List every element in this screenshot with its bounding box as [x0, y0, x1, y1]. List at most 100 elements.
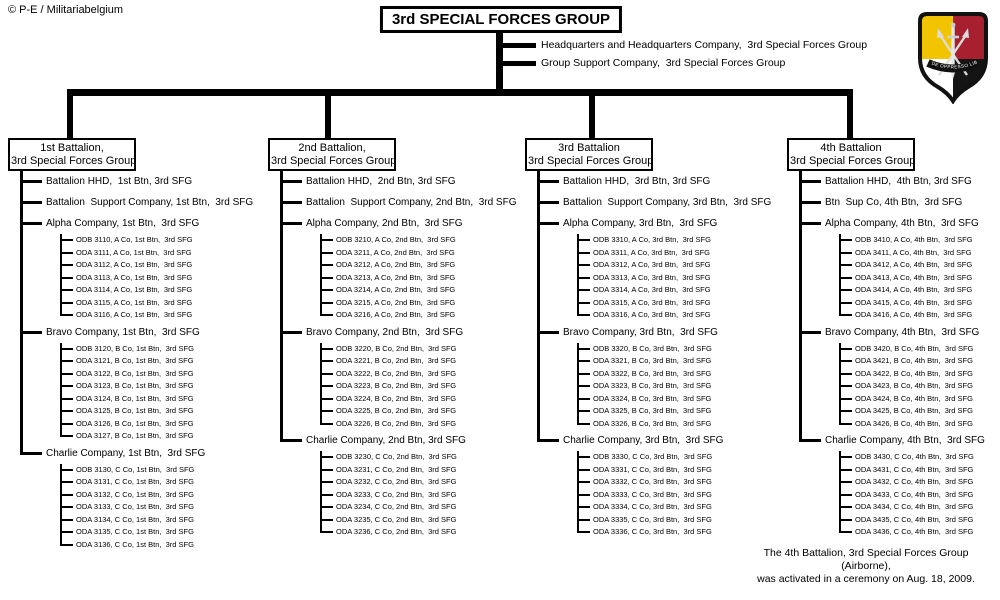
team-label: ODA 3115, A Co, 1st Btn, 3rd SFG [76, 297, 193, 307]
team-item: ODA 3233, C Co, 2nd Btn, 3rd SFG [306, 488, 524, 502]
team-label: ODA 3122, B Co, 1st Btn, 3rd SFG [76, 368, 194, 378]
team-label: ODB 3430, C Co, 4th Btn, 3rd SFG [855, 452, 974, 461]
team-item: ODA 3121, B Co, 1st Btn, 3rd SFG [46, 355, 264, 368]
team-label: ODA 3321, B Co, 3rd Btn, 3rd SFG [593, 356, 712, 365]
connector-branch-hhc [500, 43, 536, 48]
team-item: ODA 3424, B Co, 4th Btn, 3rd SFG [825, 392, 1000, 406]
team-label: ODA 3323, B Co, 3rd Btn, 3rd SFG [593, 381, 712, 390]
team-label: ODA 3411, A Co, 4th Btn, 3rd SFG [855, 247, 972, 257]
team-label: ODB 3120, B Co, 1st Btn, 3rd SFG [76, 343, 194, 353]
team-label: ODA 3216, A Co, 2nd Btn, 3rd SFG [336, 310, 456, 319]
team-label: ODA 3311, A Co, 3rd Btn, 3rd SFG [593, 247, 711, 257]
team-label: ODA 3233, C Co, 2nd Btn, 3rd SFG [336, 489, 457, 499]
team-list: ODB 3120, B Co, 1st Btn, 3rd SFG ODA 3121… [46, 342, 264, 443]
team-label: ODA 3332, C Co, 3rd Btn, 3rd SFG [593, 477, 712, 486]
team-label: ODA 3114, A Co, 1st Btn, 3rd SFG [76, 285, 193, 294]
team-item: ODA 3425, B Co, 4th Btn, 3rd SFG [825, 405, 1000, 418]
team-list: ODB 3430, C Co, 4th Btn, 3rd SFG ODA 3431… [825, 451, 1000, 539]
team-label: ODA 3433, C Co, 4th Btn, 3rd SFG [855, 489, 974, 499]
team-item: ODA 3136, C Co, 1st Btn, 3rd SFG [46, 538, 264, 552]
connector-branch-gsc [500, 61, 536, 66]
team-label: ODB 3410, A Co, 4th Btn, 3rd SFG [855, 235, 973, 244]
connector-bar [67, 89, 853, 96]
team-label: ODA 3413, A Co, 4th Btn, 3rd SFG [855, 272, 973, 282]
team-item: ODA 3326, B Co, 3rd Btn, 3rd SFG [563, 417, 781, 431]
connector-trunk [496, 30, 503, 96]
team-item: ODA 3113, A Co, 1st Btn, 3rd SFG [46, 271, 264, 285]
team-item: ODA 3423, B Co, 4th Btn, 3rd SFG [825, 380, 1000, 393]
team-label: ODA 3134, C Co, 1st Btn, 3rd SFG [76, 514, 194, 524]
team-label: ODA 3423, B Co, 4th Btn, 3rd SFG [855, 381, 973, 390]
team-label: ODA 3131, C Co, 1st Btn, 3rd SFG [76, 477, 194, 486]
team-label: ODA 3214, A Co, 2nd Btn, 3rd SFG [336, 285, 456, 294]
team-label: ODA 3235, C Co, 2nd Btn, 3rd SFG [336, 514, 457, 524]
battalion-name-line1: 1st Battalion, [40, 142, 104, 154]
team-label: ODA 3421, B Co, 4th Btn, 3rd SFG [855, 356, 973, 365]
team-label: ODA 3414, A Co, 4th Btn, 3rd SFG [855, 285, 973, 294]
team-item: ODA 3234, C Co, 2nd Btn, 3rd SFG [306, 501, 524, 514]
team-label: ODA 3212, A Co, 2nd Btn, 3rd SFG [336, 260, 456, 269]
team-item: ODA 3115, A Co, 1st Btn, 3rd SFG [46, 296, 264, 310]
team-label: ODB 3210, A Co, 2nd Btn, 3rd SFG [336, 235, 456, 244]
team-label: ODA 3116, A Co, 1st Btn, 3rd SFG [76, 310, 193, 319]
team-label: ODA 3334, C Co, 3rd Btn, 3rd SFG [593, 502, 712, 511]
team-label: ODA 3326, B Co, 3rd Btn, 3rd SFG [593, 418, 712, 428]
unit-label: Btn Sup Co, 4th Btn, 3rd SFG [825, 197, 963, 208]
unit-item: Battalion HHD, 2nd Btn, 3rd SFG [268, 171, 524, 192]
team-label: ODA 3313, A Co, 3rd Btn, 3rd SFG [593, 272, 711, 282]
unit-item: Battalion HHD, 3rd Btn, 3rd SFG [525, 171, 781, 192]
root-unit-box: 3rd SPECIAL FORCES GROUP [379, 6, 623, 33]
battalion-name-line2: 3rd Special Forces Group [528, 154, 654, 167]
team-item: ODA 3421, B Co, 4th Btn, 3rd SFG [825, 355, 1000, 368]
team-item: ODA 3232, C Co, 2nd Btn, 3rd SFG [306, 476, 524, 489]
team-item: ODA 3412, A Co, 4th Btn, 3rd SFG [825, 259, 1000, 272]
unit-label: Bravo Company, 1st Btn, 3rd SFG [46, 326, 200, 338]
team-item: ODB 3110, A Co, 1st Btn, 3rd SFG [46, 234, 264, 247]
team-label: ODA 3415, A Co, 4th Btn, 3rd SFG [855, 297, 973, 307]
team-label: ODA 3224, B Co, 2nd Btn, 3rd SFG [336, 393, 457, 403]
unit-label: Battalion HHD, 2nd Btn, 3rd SFG [306, 176, 456, 187]
team-label: ODA 3416, A Co, 4th Btn, 3rd SFG [855, 310, 973, 319]
team-label: ODA 3125, B Co, 1st Btn, 3rd SFG [76, 406, 194, 415]
unit-label: Charlie Company, 1st Btn, 3rd SFG [46, 447, 206, 459]
copyright-text: © P-E / Militariabelgium [8, 4, 124, 16]
team-item: ODA 3134, C Co, 1st Btn, 3rd SFG [46, 513, 264, 527]
team-item: ODA 3324, B Co, 3rd Btn, 3rd SFG [563, 392, 781, 406]
team-item: ODA 3325, B Co, 3rd Btn, 3rd SFG [563, 405, 781, 418]
team-label: ODA 3325, B Co, 3rd Btn, 3rd SFG [593, 406, 712, 415]
unit-item: Bravo Company, 1st Btn, 3rd SFG ODB 3120,… [8, 321, 264, 443]
team-item: ODB 3210, A Co, 2nd Btn, 3rd SFG [306, 234, 524, 247]
team-label: ODA 3425, B Co, 4th Btn, 3rd SFG [855, 406, 973, 415]
team-label: ODB 3110, A Co, 1st Btn, 3rd SFG [76, 235, 193, 244]
sf-beret-flash-insignia: DE OPPRESSO LIBER [916, 12, 988, 104]
team-item: ODA 3416, A Co, 4th Btn, 3rd SFG [825, 309, 1000, 322]
team-item: ODA 3124, B Co, 1st Btn, 3rd SFG [46, 392, 264, 406]
team-label: ODB 3310, A Co, 3rd Btn, 3rd SFG [593, 235, 711, 244]
team-label: ODA 3314, A Co, 3rd Btn, 3rd SFG [593, 285, 711, 294]
team-item: ODB 3130, C Co, 1st Btn, 3rd SFG [46, 463, 264, 477]
team-item: ODA 3131, C Co, 1st Btn, 3rd SFG [46, 476, 264, 489]
team-item: ODA 3224, B Co, 2nd Btn, 3rd SFG [306, 392, 524, 406]
team-item: ODA 3433, C Co, 4th Btn, 3rd SFG [825, 488, 1000, 502]
team-item: ODA 3221, B Co, 2nd Btn, 3rd SFG [306, 355, 524, 368]
team-item: ODA 3116, A Co, 1st Btn, 3rd SFG [46, 309, 264, 322]
team-item: ODA 3214, A Co, 2nd Btn, 3rd SFG [306, 284, 524, 297]
team-label: ODA 3236, C Co, 2nd Btn, 3rd SFG [336, 527, 457, 536]
team-item: ODA 3226, B Co, 2nd Btn, 3rd SFG [306, 417, 524, 431]
unit-label: Bravo Company, 2nd Btn, 3rd SFG [306, 326, 464, 338]
team-label: ODA 3431, C Co, 4th Btn, 3rd SFG [855, 464, 974, 474]
team-item: ODA 3322, B Co, 3rd Btn, 3rd SFG [563, 367, 781, 381]
